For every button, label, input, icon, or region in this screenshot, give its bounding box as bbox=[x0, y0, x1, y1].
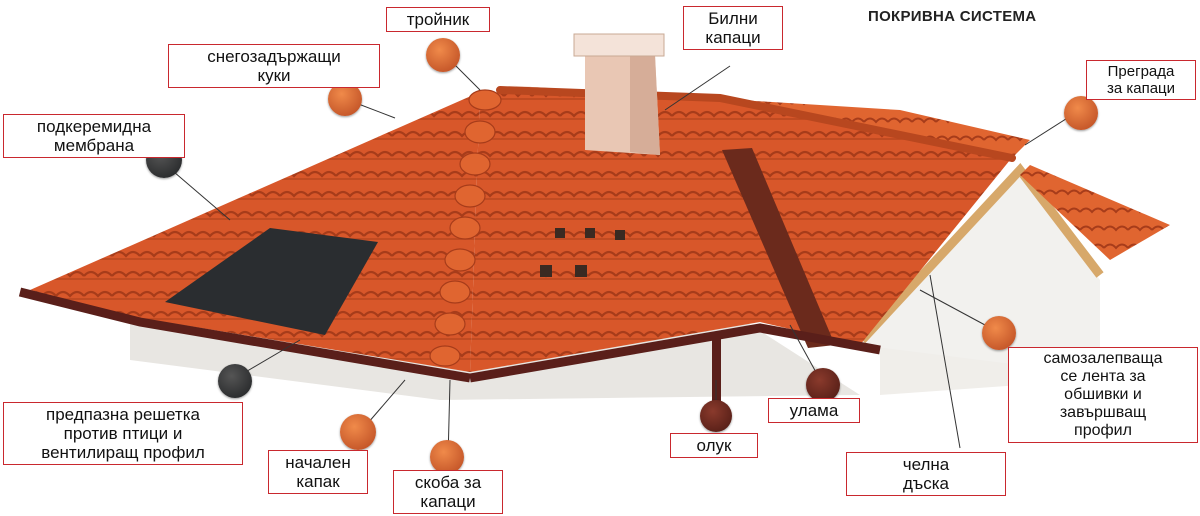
gutter-left bbox=[18, 287, 471, 383]
chimney-cap bbox=[573, 33, 665, 57]
roof-face-right-wing bbox=[1020, 165, 1170, 260]
diagram-title: ПОКРИВНА СИСТЕМА bbox=[868, 8, 1037, 25]
gable-end bbox=[860, 175, 1100, 375]
downpipe bbox=[712, 335, 721, 415]
cap-bracket-icon bbox=[430, 440, 464, 474]
label-fascia-board: челна дъска bbox=[846, 452, 1006, 496]
fascia-board-line bbox=[858, 163, 1104, 344]
bird-grille-icon bbox=[218, 364, 252, 398]
start-cap-icon bbox=[340, 414, 376, 450]
label-ridge-caps: Билни капаци bbox=[683, 6, 783, 50]
chimney-shadow bbox=[630, 55, 660, 155]
label-cap-barrier: Преграда за капаци bbox=[1086, 60, 1196, 100]
label-snow-hooks: снегозадържащи куки bbox=[168, 44, 380, 88]
tape-icon bbox=[982, 316, 1016, 350]
ridge-line-back bbox=[496, 86, 1016, 162]
label-valley: улама bbox=[768, 398, 860, 423]
roof-face-left bbox=[30, 92, 480, 372]
roof-face-front bbox=[470, 92, 1010, 372]
label-troynik: тройник bbox=[386, 7, 490, 32]
valley-flashing bbox=[722, 148, 835, 348]
label-bird-grille: предпазна решетка против птици и вентили… bbox=[3, 402, 243, 465]
label-self-adhesive-tape: самозалепваща се лента за обшивки и завъ… bbox=[1008, 347, 1198, 443]
label-cap-bracket: скоба за капаци bbox=[393, 470, 503, 514]
label-gutter: олук bbox=[670, 433, 758, 458]
cap-barrier-icon bbox=[1064, 96, 1098, 130]
valley-icon bbox=[806, 368, 840, 402]
label-membrane: подкеремидна мембрана bbox=[3, 114, 185, 158]
membrane-area bbox=[165, 228, 378, 335]
label-start-cap: начален капак bbox=[268, 450, 368, 494]
troynik-icon bbox=[426, 38, 460, 72]
vent-tiles bbox=[540, 228, 625, 277]
gutter-icon bbox=[700, 400, 732, 432]
ridge-caps bbox=[429, 89, 502, 367]
gutter-right bbox=[469, 323, 881, 383]
